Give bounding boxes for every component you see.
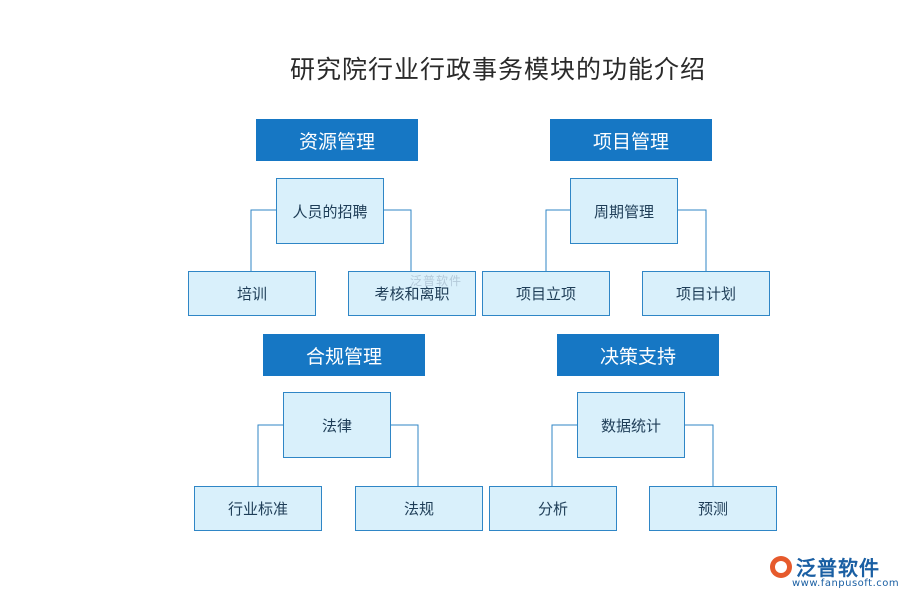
connector-line bbox=[383, 209, 412, 272]
node-assessment-resignation: 考核和离职 bbox=[348, 271, 476, 316]
connector-line bbox=[551, 424, 577, 487]
module-header-decision: 决策支持 bbox=[557, 334, 719, 376]
module-header-compliance: 合规管理 bbox=[263, 334, 425, 376]
node-project-plan: 项目计划 bbox=[642, 271, 770, 316]
node-data-statistics: 数据统计 bbox=[577, 392, 685, 458]
module-header-resource: 资源管理 bbox=[256, 119, 418, 161]
node-analysis: 分析 bbox=[489, 486, 617, 531]
node-cycle-management: 周期管理 bbox=[570, 178, 678, 244]
fanpu-logo-icon bbox=[770, 555, 792, 578]
connector-line bbox=[545, 209, 570, 272]
module-header-project: 项目管理 bbox=[550, 119, 712, 161]
brand-logo: 泛普软件 bbox=[770, 552, 880, 581]
node-industry-standard: 行业标准 bbox=[194, 486, 322, 531]
node-forecast: 预测 bbox=[649, 486, 777, 531]
node-recruitment: 人员的招聘 bbox=[276, 178, 384, 244]
connector-line bbox=[390, 424, 419, 487]
brand-name: 泛普软件 bbox=[796, 556, 880, 580]
page-title: 研究院行业行政事务模块的功能介绍 bbox=[289, 55, 706, 84]
brand-url: www.fanpusoft.com bbox=[792, 578, 900, 589]
node-regulations: 法规 bbox=[355, 486, 483, 531]
node-project-initiation: 项目立项 bbox=[482, 271, 610, 316]
connector-line bbox=[678, 209, 707, 272]
node-law: 法律 bbox=[283, 392, 391, 458]
watermark-text: 泛普软件 bbox=[410, 274, 463, 288]
connector-line bbox=[250, 209, 276, 272]
connector-line bbox=[684, 424, 714, 487]
connector-line bbox=[257, 424, 283, 487]
node-training: 培训 bbox=[188, 271, 316, 316]
